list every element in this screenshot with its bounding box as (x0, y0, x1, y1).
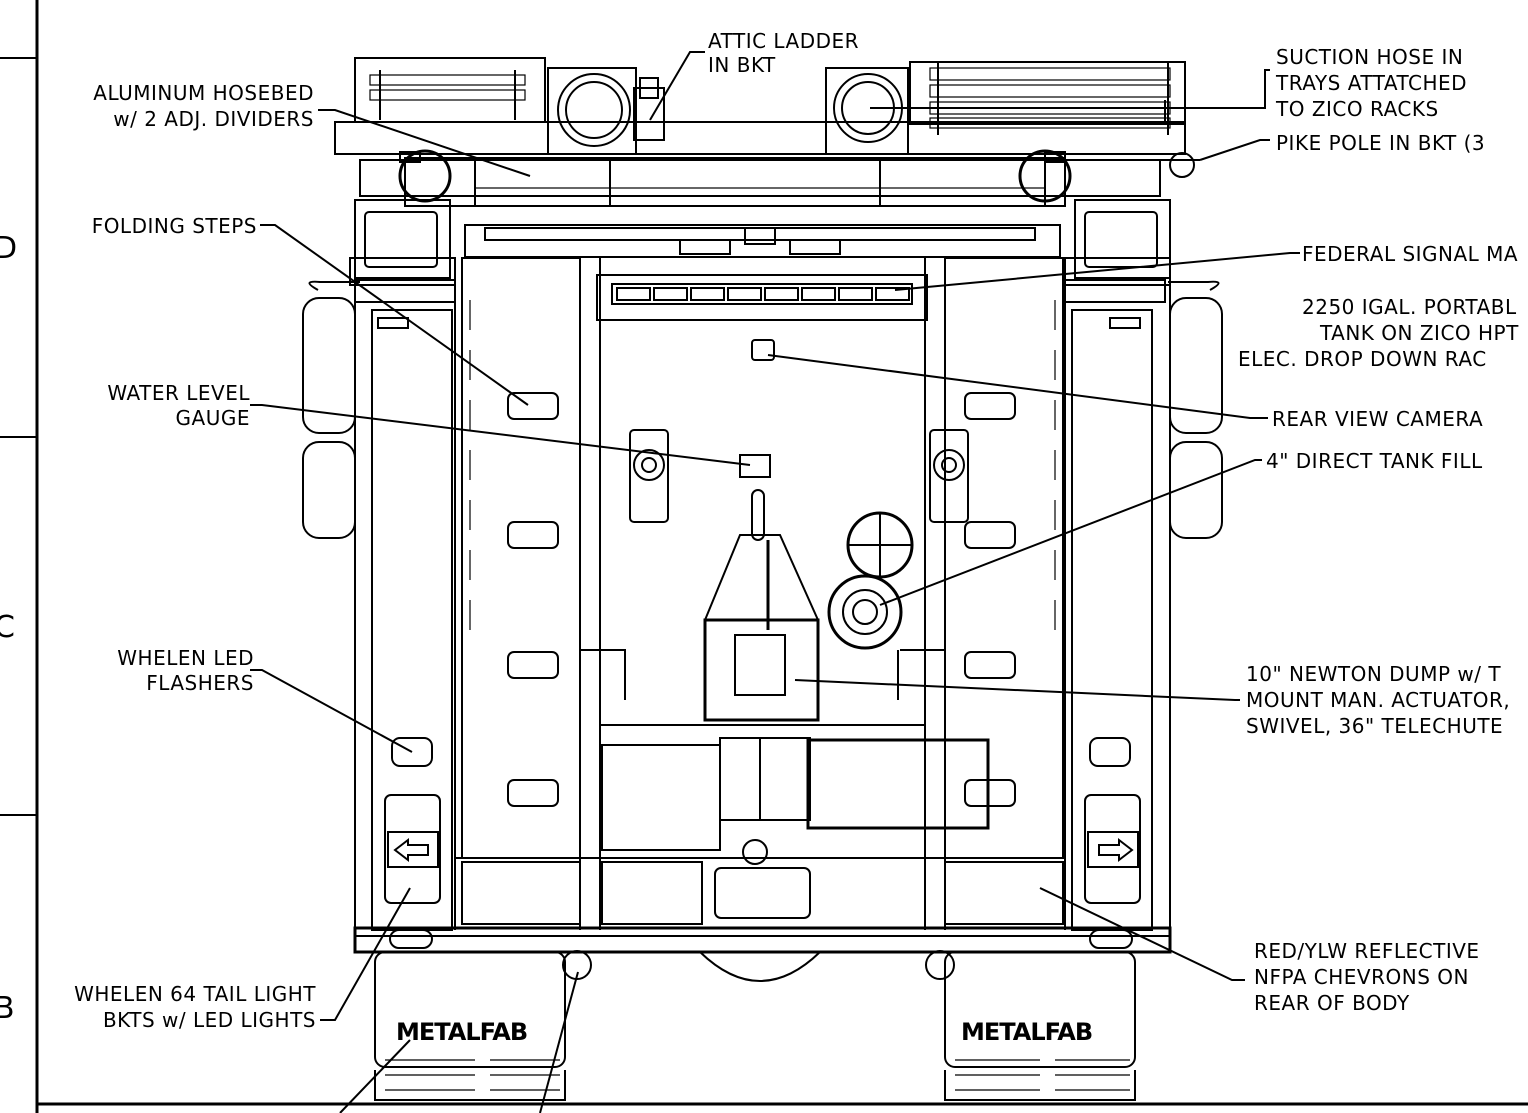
callout-water-level-gauge: WATER LEVEL GAUGE (107, 381, 250, 430)
mudflap-logo-left: METALFAB (396, 1018, 527, 1046)
callout-aluminum-hosebed: ALUMINUM HOSEBED w/ 2 ADJ. DIVIDERS (93, 81, 314, 131)
svg-text:TRAYS ATTATCHED: TRAYS ATTATCHED (1275, 71, 1467, 95)
license-plate (714, 867, 811, 919)
svg-text:4" DIRECT TANK FILL: 4" DIRECT TANK FILL (1266, 449, 1483, 473)
svg-text:ELEC. DROP DOWN RAC: ELEC. DROP DOWN RAC (1238, 347, 1487, 371)
upper-body-band (359, 149, 1161, 207)
svg-text:2250 IGAL. PORTABL: 2250 IGAL. PORTABL (1302, 295, 1517, 319)
federal-signal-lightbar (596, 274, 928, 321)
rear-discharge-valves (629, 429, 969, 523)
lower-storage-boxes (719, 737, 990, 830)
svg-text:10" NEWTON DUMP w/ T: 10" NEWTON DUMP w/ T (1246, 662, 1501, 686)
svg-text:REAR OF BODY: REAR OF BODY (1254, 991, 1410, 1015)
svg-text:WATER LEVEL: WATER LEVEL (107, 381, 250, 405)
callout-whelen-flashers: WHELEN LED FLASHERS (117, 646, 254, 695)
callout-suction-hose: SUCTION HOSE IN TRAYS ATTATCHED TO ZICO … (1275, 45, 1467, 121)
callout-federal-signal: FEDERAL SIGNAL MA (1302, 242, 1518, 266)
whelen-lights (384, 737, 1141, 904)
svg-text:IN BKT: IN BKT (708, 53, 776, 77)
zone-letter-d: D (0, 231, 17, 266)
svg-text:FEDERAL SIGNAL MA: FEDERAL SIGNAL MA (1302, 242, 1518, 266)
svg-text:PIKE POLE IN BKT (3: PIKE POLE IN BKT (3 (1276, 131, 1485, 155)
callout-folding-steps: FOLDING STEPS (92, 214, 257, 238)
svg-text:ATTIC LADDER: ATTIC LADDER (708, 29, 859, 53)
callout-portable-tank: 2250 IGAL. PORTABL TANK ON ZICO HPT ELEC… (1238, 295, 1519, 371)
svg-text:BKTS w/ LED LIGHTS: BKTS w/ LED LIGHTS (103, 1008, 316, 1032)
svg-text:GAUGE: GAUGE (176, 406, 250, 430)
svg-text:FOLDING STEPS: FOLDING STEPS (92, 214, 257, 238)
svg-text:MOUNT MAN. ACTUATOR,: MOUNT MAN. ACTUATOR, (1246, 688, 1510, 712)
rear-chevron-panels (454, 257, 1066, 930)
folding-steps (507, 392, 1016, 807)
rear-bumper (353, 926, 1172, 982)
mudflap-logo-right: METALFAB (961, 1018, 1092, 1046)
rear-diamond-plate (464, 224, 1061, 258)
callout-pike-pole: PIKE POLE IN BKT (3 (1276, 131, 1485, 155)
callout-newton-dump: 10" NEWTON DUMP w/ T MOUNT MAN. ACTUATOR… (1246, 662, 1510, 738)
zone-letter-c: C (0, 610, 15, 645)
callout-attic-ladder: ATTIC LADDER IN BKT (708, 29, 859, 77)
direct-tank-fill (827, 511, 914, 650)
rear-camera (751, 339, 775, 361)
svg-text:ALUMINUM HOSEBED: ALUMINUM HOSEBED (93, 81, 314, 105)
roof-racks (334, 57, 1200, 178)
svg-text:WHELEN LED: WHELEN LED (117, 646, 254, 670)
tires (385, 1059, 1130, 1091)
svg-text:NFPA CHEVRONS ON: NFPA CHEVRONS ON (1254, 965, 1469, 989)
callout-tail-lights: WHELEN 64 TAIL LIGHT BKTS w/ LED LIGHTS (74, 982, 316, 1032)
zone-letter-b: B (0, 991, 15, 1026)
water-level-gauge (739, 454, 771, 478)
leader-lines (250, 51, 1300, 1113)
svg-text:TO ZICO RACKS: TO ZICO RACKS (1275, 97, 1439, 121)
svg-text:SUCTION HOSE IN: SUCTION HOSE IN (1276, 45, 1463, 69)
svg-text:REAR VIEW CAMERA: REAR VIEW CAMERA (1272, 407, 1483, 431)
mud-flaps (374, 951, 1136, 1101)
svg-text:w/ 2 ADJ. DIVIDERS: w/ 2 ADJ. DIVIDERS (113, 107, 314, 131)
svg-text:TANK ON ZICO HPT: TANK ON ZICO HPT (1319, 321, 1519, 345)
callout-direct-tank-fill: 4" DIRECT TANK FILL (1266, 449, 1483, 473)
svg-text:WHELEN 64 TAIL LIGHT: WHELEN 64 TAIL LIGHT (74, 982, 316, 1006)
svg-text:SWIVEL, 36" TELECHUTE: SWIVEL, 36" TELECHUTE (1246, 714, 1503, 738)
svg-text:FLASHERS: FLASHERS (146, 671, 254, 695)
callout-rear-view-camera: REAR VIEW CAMERA (1272, 407, 1483, 431)
newton-dump-valve (703, 534, 820, 722)
callout-reflective-chevrons: RED/YLW REFLECTIVE NFPA CHEVRONS ON REAR… (1254, 939, 1480, 1015)
svg-text:RED/YLW REFLECTIVE: RED/YLW REFLECTIVE (1254, 939, 1480, 963)
